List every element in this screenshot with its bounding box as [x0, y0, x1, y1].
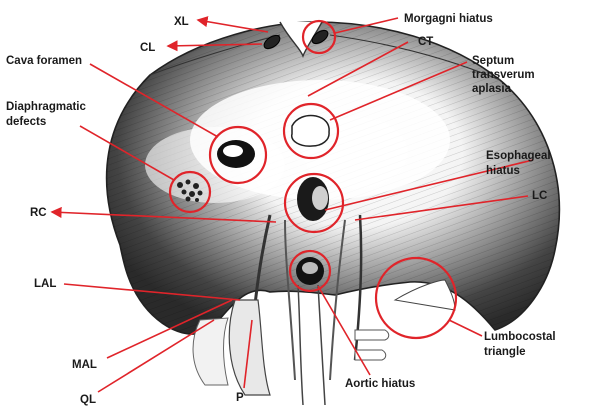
label-ql: QL — [80, 394, 96, 406]
label-cl: CL — [140, 42, 155, 54]
label-esophageal-2: hiatus — [486, 165, 520, 177]
label-cava: Cava foramen — [6, 55, 82, 67]
label-xl: XL — [174, 16, 189, 28]
xl-arrow — [198, 20, 268, 32]
rib-stub-1 — [355, 330, 389, 340]
psoas-muscle — [229, 300, 270, 395]
label-morgagni: Morgagni hiatus — [404, 13, 493, 25]
label-septum-3: aplasia — [472, 83, 512, 95]
label-rc: RC — [30, 207, 47, 219]
label-aortic: Aortic hiatus — [345, 378, 415, 390]
label-septum-1: Septum — [472, 55, 514, 67]
label-defects-2: defects — [6, 116, 46, 128]
lumbocostal-gap — [395, 280, 455, 310]
septum-defect — [292, 115, 329, 146]
label-mal: MAL — [72, 359, 97, 371]
lumbocostal-leader — [449, 320, 482, 336]
label-ct: CT — [418, 36, 433, 48]
aorta — [298, 285, 325, 405]
label-lal: LAL — [34, 278, 56, 290]
cava-foramen-lumen — [223, 145, 243, 157]
label-lumbocostal-1: Lumbocostal — [484, 331, 556, 343]
label-lc: LC — [532, 190, 547, 202]
label-esophageal-1: Esophageal — [486, 150, 551, 162]
label-septum-2: transverum — [472, 69, 535, 81]
label-defects-1: Diaphragmatic — [6, 101, 86, 113]
aorta-lumen — [302, 262, 318, 274]
label-lumbocostal-2: triangle — [484, 346, 526, 358]
esophagus-lumen — [312, 186, 328, 210]
label-p: P — [236, 392, 244, 404]
quadratus-lumborum — [193, 318, 228, 385]
